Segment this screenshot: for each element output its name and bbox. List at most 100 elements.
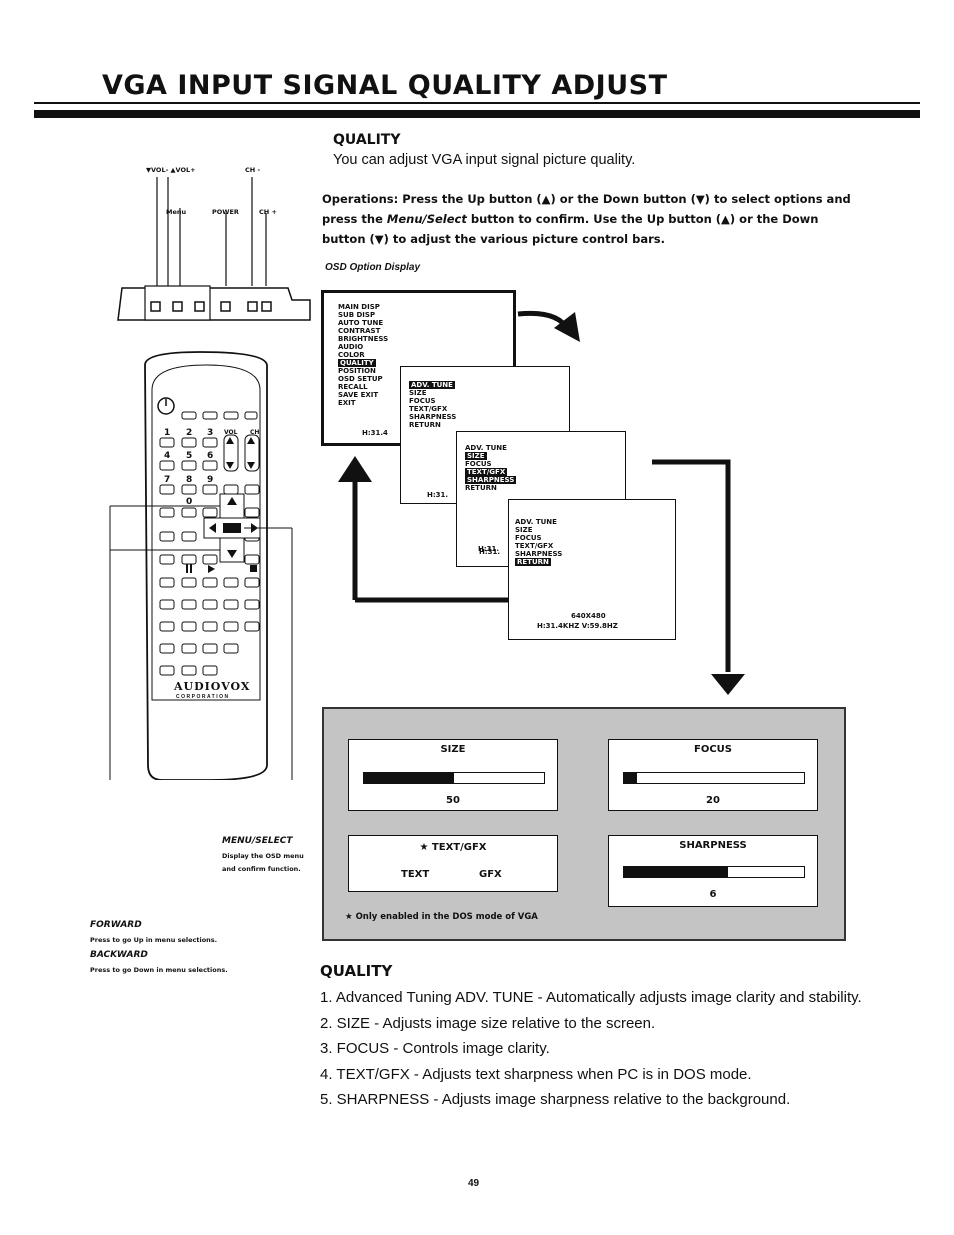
key-1: 1: [164, 428, 171, 438]
osd-freq: H:31.4: [362, 429, 388, 437]
osd-resolution: 640X480: [571, 612, 606, 620]
sharpness-adjust-box: SHARPNESS 6: [608, 835, 818, 907]
key-2: 2: [186, 428, 193, 438]
osd-item-selected: SHARPNESS: [465, 476, 517, 484]
osd-item: ADV. TUNE: [515, 518, 557, 526]
osd-item: AUTO TUNE: [338, 319, 384, 327]
list-item: 2. SIZE - Adjusts image size relative to…: [320, 1014, 656, 1032]
ch-plus-label: CH +: [259, 208, 277, 216]
osd-quality-menu-3: ADV. TUNE SIZE FOCUS TEXT/GFX SHARPNESS …: [508, 499, 676, 640]
ch-key-label: CH: [250, 429, 260, 436]
operations-menu-select: Menu/Select: [386, 212, 467, 226]
size-bar[interactable]: [363, 772, 545, 784]
sharpness-label: SHARPNESS: [679, 840, 747, 851]
dos-mode-note: ★ Only enabled in the DOS mode of VGA: [345, 912, 538, 922]
key-6: 6: [207, 451, 214, 461]
osd-item: SIZE: [515, 526, 533, 534]
power-label: POWER: [212, 208, 239, 216]
key-4: 4: [164, 451, 171, 461]
menu-select-text-2: and confirm function.: [222, 865, 301, 873]
operations-text-1: Press the Up button (▲) or the Down butt…: [322, 192, 851, 226]
key-9: 9: [207, 475, 214, 485]
osd-item: TEXT/GFX: [515, 542, 554, 550]
osd-item-selected: QUALITY: [338, 359, 376, 367]
size-bar-fill: [364, 773, 454, 783]
forward-text: Press to go Up in menu selections.: [90, 936, 218, 944]
adjustment-panel: SIZE 50 FOCUS 20 ★ TEXT/GFX TEXT GFX SHA…: [322, 707, 846, 941]
ch-minus-label: CH -: [245, 166, 261, 174]
textgfx-label: ★ TEXT/GFX: [419, 842, 487, 853]
osd-item: ADV. TUNE: [465, 444, 507, 452]
osd-flow-arrows: [338, 310, 745, 695]
title-rule-thick: [34, 110, 920, 118]
osd-item: SHARPNESS: [515, 550, 563, 558]
osd-item: SIZE: [409, 389, 427, 397]
osd-item-selected: SIZE: [465, 452, 487, 460]
menu-label: Menu: [166, 208, 187, 216]
remote-illustration: [109, 177, 311, 780]
osd-option-display-label: OSD Option Display: [325, 262, 421, 273]
textgfx-adjust-box: ★ TEXT/GFX TEXT GFX: [348, 835, 558, 892]
osd-item: EXIT: [338, 399, 356, 407]
quality-list-heading: QUALITY: [320, 962, 393, 980]
osd-freq-4: H:31.: [478, 545, 500, 553]
key-5: 5: [186, 451, 193, 461]
osd-item: FOCUS: [409, 397, 436, 405]
focus-adjust-box: FOCUS 20: [608, 739, 818, 811]
osd-item: TEXT/GFX: [409, 405, 448, 413]
operations-text-2: button to confirm. Use the Up button (▲)…: [322, 212, 819, 246]
osd-freq: H:31.: [479, 548, 501, 556]
menu-select-title: MENU/SELECT: [222, 836, 293, 846]
osd-item: BRIGHTNESS: [338, 335, 389, 343]
backward-title: BACKWARD: [90, 950, 148, 960]
quality-intro-text: You can adjust VGA input signal picture …: [333, 152, 636, 168]
text-option[interactable]: TEXT: [401, 869, 430, 880]
page-title: VGA INPUT SIGNAL QUALITY ADJUST: [102, 70, 668, 101]
gfx-option[interactable]: GFX: [479, 869, 502, 880]
focus-bar-fill: [624, 773, 637, 783]
size-value: 50: [446, 795, 460, 806]
list-item: 3. FOCUS - Controls image clarity.: [320, 1040, 550, 1057]
osd-item: RETURN: [465, 484, 497, 492]
sharpness-value: 6: [709, 889, 717, 900]
osd-item: AUDIO: [338, 343, 364, 351]
list-item: 1. Advanced Tuning ADV. TUNE - Automatic…: [320, 989, 862, 1006]
size-label: SIZE: [440, 744, 466, 755]
osd-freq: H:31.: [427, 491, 449, 499]
osd-item: SHARPNESS: [409, 413, 457, 421]
key-0: 0: [186, 497, 193, 507]
osd-item: MAIN DISP: [338, 303, 380, 311]
osd-item: FOCUS: [465, 460, 492, 468]
list-item: 5. SHARPNESS - Adjusts image sharpness r…: [320, 1091, 791, 1108]
focus-value: 20: [706, 795, 720, 806]
osd-item: COLOR: [338, 351, 365, 359]
menu-select-text-1: Display the OSD menu: [222, 852, 304, 860]
page-number: 49: [468, 1178, 480, 1189]
osd-item: POSITION: [338, 367, 376, 375]
vol-key-label: VOL: [224, 429, 238, 436]
focus-label: FOCUS: [694, 744, 732, 755]
osd-item: RETURN: [409, 421, 441, 429]
forward-title: FORWARD: [90, 920, 142, 930]
remote-brand-sub: CORPORATION: [176, 694, 230, 700]
osd-item: OSD SETUP: [338, 375, 383, 383]
title-rule-thin: [34, 102, 920, 104]
quality-list: 1. Advanced Tuning ADV. TUNE - Automatic…: [320, 985, 880, 1113]
vol-label: ▼VOL- ▲VOL+: [146, 166, 196, 174]
remote-brand-logo: AUDIOVOX: [174, 680, 251, 693]
operations-text: Operations: Press the Up button (▲) or t…: [322, 189, 862, 249]
osd-item: SAVE EXIT: [338, 391, 379, 399]
sharpness-bar-fill: [624, 867, 729, 877]
osd-item-selected: RETURN: [515, 558, 551, 566]
osd-item: SUB DISP: [338, 311, 376, 319]
size-adjust-box: SIZE 50: [348, 739, 558, 811]
focus-bar[interactable]: [623, 772, 805, 784]
key-7: 7: [164, 475, 171, 485]
osd-item-selected: ADV. TUNE: [409, 381, 455, 389]
sharpness-bar[interactable]: [623, 866, 805, 878]
osd-item-selected: TEXT/GFX: [465, 468, 508, 476]
list-item: 4. TEXT/GFX - Adjusts text sharpness whe…: [320, 1065, 752, 1083]
operations-label: Operations:: [322, 192, 399, 206]
osd-item: CONTRAST: [338, 327, 381, 335]
quality-heading: QUALITY: [333, 132, 401, 148]
